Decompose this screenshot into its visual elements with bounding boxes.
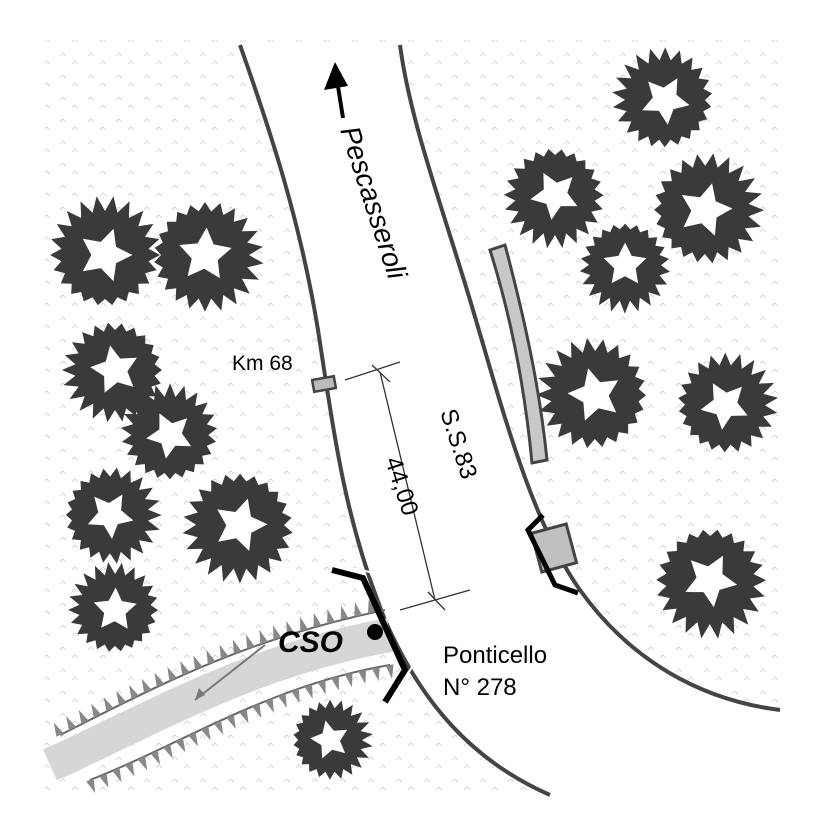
tree-icon xyxy=(579,223,670,314)
bank-hatch xyxy=(116,691,127,706)
bank-hatch xyxy=(78,709,89,725)
bank-hatch xyxy=(252,703,262,719)
tree-icon xyxy=(293,699,373,780)
bank-hatch xyxy=(317,680,326,695)
bank-hatch xyxy=(232,639,242,654)
cso-label: CSO xyxy=(278,626,343,659)
bank-hatch xyxy=(66,716,77,731)
bridge-name-label: Ponticello xyxy=(443,642,547,669)
bank-hatch xyxy=(313,612,322,628)
bank-hatch xyxy=(125,762,135,777)
bank-hatch xyxy=(86,778,96,794)
bank-hatch xyxy=(354,602,363,617)
bank-hatch xyxy=(206,649,216,665)
bank-hatch xyxy=(103,697,114,712)
bank-hatch xyxy=(358,669,367,685)
tree-icon xyxy=(612,47,712,148)
stream xyxy=(43,599,394,794)
bank-hatch xyxy=(246,634,255,650)
bank-hatch xyxy=(371,666,380,682)
cso-point xyxy=(367,624,383,640)
bank-hatch xyxy=(175,738,186,753)
tree-icon xyxy=(182,473,293,584)
bank-hatch xyxy=(286,620,295,636)
bank-hatch xyxy=(327,609,335,624)
tree-icon xyxy=(503,149,604,249)
tree-icon xyxy=(656,529,766,639)
bank-hatch xyxy=(331,676,339,691)
bridge-parapet-right xyxy=(524,513,579,596)
bank-hatch xyxy=(300,616,308,632)
tree-icon xyxy=(678,352,778,453)
tree-icon xyxy=(536,338,646,449)
bridge-number-label: N° 278 xyxy=(443,674,517,701)
bank-hatch xyxy=(219,644,229,660)
tree-icon xyxy=(61,322,162,423)
bank-hatch xyxy=(137,756,148,771)
bank-hatch xyxy=(188,732,199,747)
bank-hatch xyxy=(128,684,139,700)
bank-hatch xyxy=(291,688,300,704)
bank-hatch xyxy=(154,672,165,688)
tree-icon xyxy=(120,383,218,480)
tree-icon xyxy=(68,562,159,652)
tree-icon xyxy=(65,467,162,564)
road-right-edge xyxy=(398,44,781,712)
bank-hatch xyxy=(112,767,122,783)
bank-hatch xyxy=(344,672,353,688)
bank-hatch xyxy=(385,664,394,679)
bank-hatch xyxy=(180,660,190,676)
bank-hatch xyxy=(239,709,249,724)
bank-hatch xyxy=(99,773,109,788)
bank-hatch xyxy=(340,605,349,621)
bank-hatch xyxy=(163,744,173,759)
bank-hatch xyxy=(304,684,313,699)
bank-hatch xyxy=(193,655,203,670)
tree-icon xyxy=(50,196,160,306)
bank-hatch xyxy=(167,666,177,682)
road-surface xyxy=(240,45,780,795)
km-label: Km 68 xyxy=(232,352,293,375)
dimension-line xyxy=(344,361,471,611)
bank-hatch xyxy=(213,720,224,735)
bank-hatch xyxy=(367,599,376,614)
bank-hatch xyxy=(226,714,236,730)
tree-icon xyxy=(654,153,764,264)
bank-hatch xyxy=(150,750,161,765)
bank-hatch xyxy=(201,726,211,741)
retaining-wall xyxy=(488,243,549,465)
tree-icon xyxy=(154,202,264,312)
trees xyxy=(50,47,778,780)
bank-hatch xyxy=(278,693,287,708)
road-left-edge xyxy=(238,44,551,797)
bank-hatch xyxy=(265,698,274,713)
north-arrow-icon xyxy=(324,62,348,119)
bridge-parapet-left xyxy=(331,567,409,704)
bank-hatch xyxy=(91,703,102,718)
bank-hatch xyxy=(53,722,64,737)
bank-hatch xyxy=(259,629,268,645)
bank-hatch xyxy=(141,678,152,694)
km-marker-sign xyxy=(310,374,338,394)
bank-hatch xyxy=(272,625,282,640)
